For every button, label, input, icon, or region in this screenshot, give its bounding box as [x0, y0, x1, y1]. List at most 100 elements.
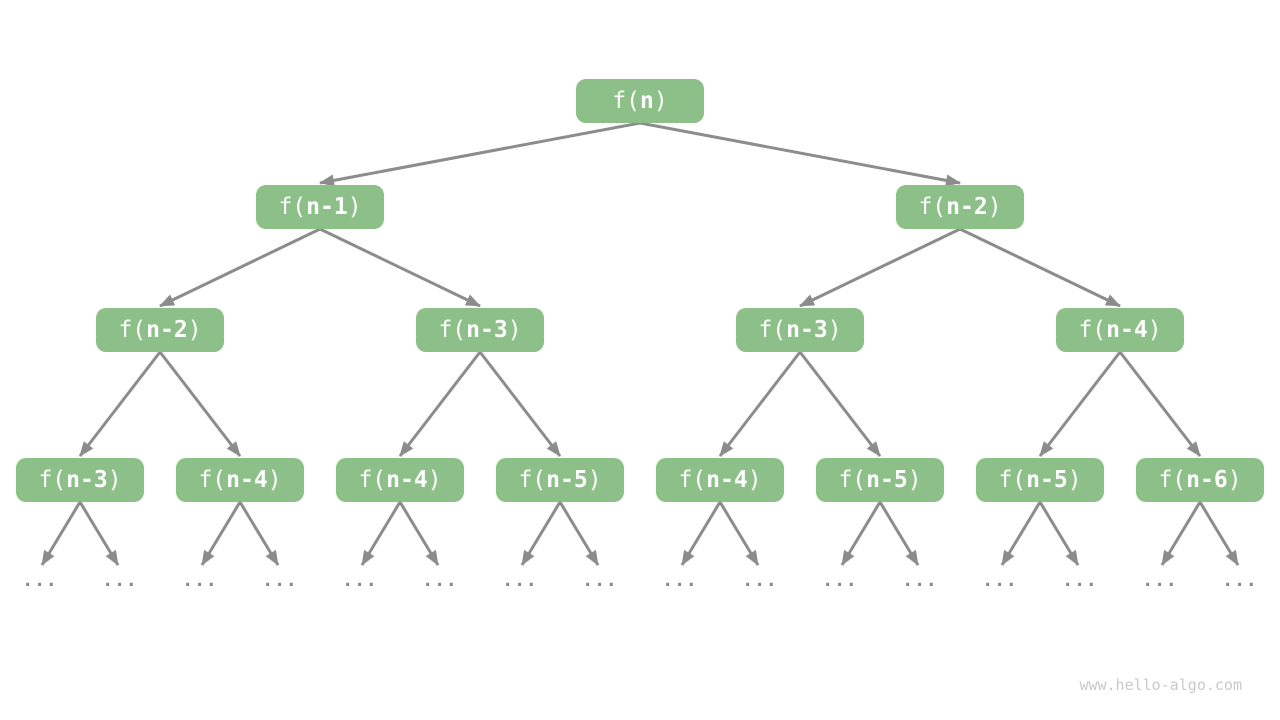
- tree-node-label: ): [507, 317, 522, 343]
- tree-node: f(n-3): [16, 458, 144, 502]
- tree-node-label: ): [987, 194, 1002, 220]
- tree-node-label: f(: [838, 467, 867, 493]
- edge-arrow: [1038, 501, 1080, 566]
- tree-node-label: n-4: [226, 467, 268, 493]
- tree-node: f(n-1): [256, 185, 384, 229]
- edge-arrow: [840, 501, 882, 566]
- edge-arrow: [718, 501, 760, 566]
- tree-node: f(n-6): [1136, 458, 1264, 502]
- tree-node-label: f(: [612, 88, 640, 114]
- edge-arrow: [238, 501, 280, 566]
- tree-node-label: n-5: [546, 467, 588, 493]
- tree-node-label: f(: [1078, 317, 1107, 343]
- tree-node-label: ): [747, 467, 762, 493]
- ellipsis-leaf: ...: [1222, 570, 1258, 591]
- ellipsis-leaf: ...: [902, 570, 938, 591]
- tree-node-label: f(: [998, 467, 1027, 493]
- edge-arrow: [1038, 351, 1122, 457]
- tree-node-label: f(: [518, 467, 547, 493]
- ellipsis-leaf: ...: [1142, 570, 1178, 591]
- tree-node-label: n-5: [1026, 467, 1068, 493]
- edge-arrow: [1000, 501, 1042, 566]
- tree-node-label: ): [1067, 467, 1082, 493]
- ellipsis-leaf: ...: [582, 570, 618, 591]
- tree-node-label: ): [587, 467, 602, 493]
- edge-arrow: [159, 227, 321, 308]
- edge-arrow: [1198, 501, 1240, 566]
- tree-node-label: ): [267, 467, 282, 493]
- tree-node-label: n-4: [1106, 317, 1148, 343]
- tree-node-label: f(: [198, 467, 227, 493]
- tree-node-label: n-4: [706, 467, 748, 493]
- tree-node: f(n-4): [1056, 308, 1184, 352]
- tree-node-label: n-3: [466, 317, 508, 343]
- tree-node: f(n-3): [736, 308, 864, 352]
- tree-node-label: f(: [1158, 467, 1187, 493]
- edge-arrow: [158, 351, 242, 457]
- tree-node: f(n-5): [816, 458, 944, 502]
- tree-node: f(n-2): [896, 185, 1024, 229]
- ellipsis-leaf: ...: [742, 570, 778, 591]
- edge-arrow: [398, 351, 482, 457]
- ellipsis-leaf: ...: [22, 570, 58, 591]
- edge-arrow: [680, 501, 722, 566]
- tree-node-label: f(: [278, 194, 307, 220]
- tree-node-label: n-4: [386, 467, 428, 493]
- tree-node-label: ): [827, 317, 842, 343]
- tree-node-label: ): [1147, 317, 1162, 343]
- edge-arrow: [1160, 501, 1202, 566]
- ellipsis-leaf: ...: [1062, 570, 1098, 591]
- edge-arrow: [718, 351, 802, 457]
- tree-node-label: n-1: [306, 194, 348, 220]
- tree-node-label: n-2: [146, 317, 188, 343]
- tree-node-label: ): [187, 317, 202, 343]
- tree-node-label: ): [347, 194, 362, 220]
- tree-node-label: f(: [758, 317, 787, 343]
- tree-node-label: n-3: [786, 317, 828, 343]
- tree-node-label: n-2: [946, 194, 988, 220]
- tree-node: f(n-5): [496, 458, 624, 502]
- tree-node-label: f(: [438, 317, 467, 343]
- edge-arrow: [799, 227, 961, 308]
- ellipsis-leaf: ...: [982, 570, 1018, 591]
- edge-arrow: [40, 501, 82, 566]
- edge-arrow: [798, 351, 882, 457]
- edge-arrow: [520, 501, 562, 566]
- tree-node: f(n-4): [336, 458, 464, 502]
- edge-arrow: [78, 351, 162, 457]
- ellipsis-leaf: ...: [182, 570, 218, 591]
- tree-node-label: n: [639, 88, 654, 114]
- tree-node: f(n-4): [656, 458, 784, 502]
- edge-arrow: [959, 227, 1121, 308]
- edge-arrow: [319, 227, 481, 308]
- ellipsis-leaf: ...: [502, 570, 538, 591]
- edge-group: [40, 121, 1240, 566]
- tree-node-label: f(: [118, 317, 147, 343]
- ellipsis-leaf: ...: [662, 570, 698, 591]
- tree-node-label: f(: [38, 467, 67, 493]
- tree-node-label: n-3: [66, 467, 108, 493]
- tree-node: f(n-2): [96, 308, 224, 352]
- tree-node-label: ): [427, 467, 442, 493]
- tree-node-label: n-6: [1186, 467, 1228, 493]
- ellipsis-leaf: ...: [102, 570, 138, 591]
- tree-node-label: f(: [918, 194, 947, 220]
- tree-node-label: n-5: [866, 467, 908, 493]
- tree-node: f(n-4): [176, 458, 304, 502]
- ellipsis-leaf: ...: [262, 570, 298, 591]
- edge-arrow: [558, 501, 600, 566]
- edge-arrow: [78, 501, 120, 566]
- tree-node: f(n-5): [976, 458, 1104, 502]
- tree-node-label: ): [107, 467, 122, 493]
- edge-arrow: [478, 351, 562, 457]
- tree-node-label: f(: [358, 467, 387, 493]
- edge-arrow: [360, 501, 402, 566]
- ellipsis-leaf: ...: [342, 570, 378, 591]
- tree-node-label: f(: [678, 467, 707, 493]
- edge-arrow: [319, 121, 641, 187]
- edge-arrow: [878, 501, 920, 566]
- ellipsis-leaf: ...: [422, 570, 458, 591]
- tree-node: f(n): [576, 79, 704, 123]
